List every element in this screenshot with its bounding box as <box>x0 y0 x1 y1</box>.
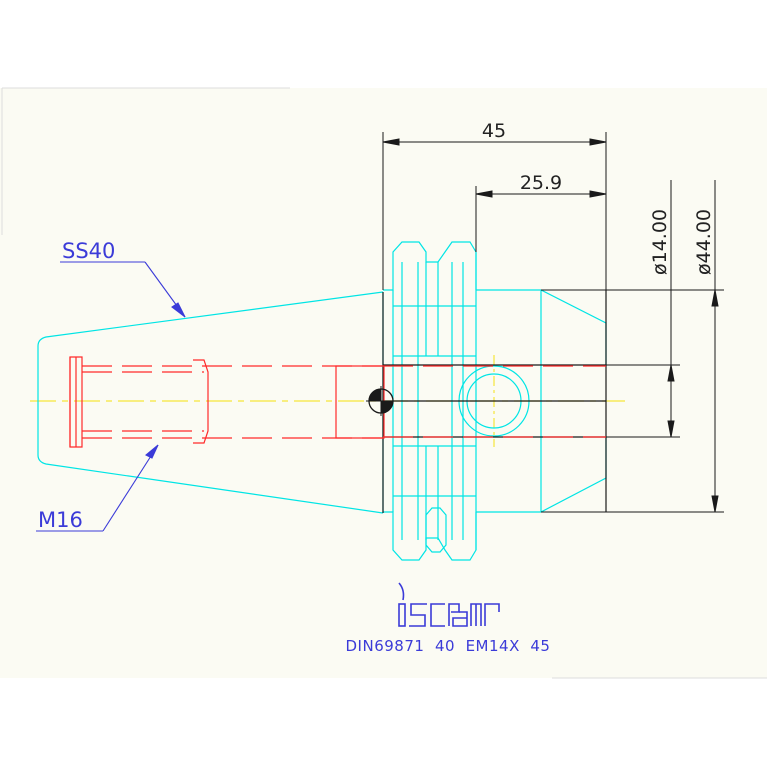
flange <box>383 241 477 561</box>
iscar-logo <box>398 582 500 627</box>
dimension-flange-diameter <box>541 180 724 513</box>
dimension-label-45: 45 <box>482 120 506 142</box>
dimension-bore-depth <box>475 186 607 252</box>
center-symbol <box>366 386 396 416</box>
dimension-label-25-9: 25.9 <box>520 172 562 194</box>
callout-label-ss40: SS40 <box>62 239 115 263</box>
dimension-overall-length <box>382 132 607 290</box>
dimension-label-d14: ø14.00 <box>649 209 671 275</box>
callout-thread <box>36 444 159 532</box>
bore <box>383 290 607 512</box>
callout-label-m16: M16 <box>38 508 83 532</box>
callout-taper <box>60 261 186 318</box>
part-caption: DIN69871 40 EM14X 45 <box>346 637 551 655</box>
hidden-lines <box>69 356 606 448</box>
dimension-label-d44: ø44.00 <box>693 209 715 275</box>
dimension-bore-diameter <box>606 180 680 438</box>
